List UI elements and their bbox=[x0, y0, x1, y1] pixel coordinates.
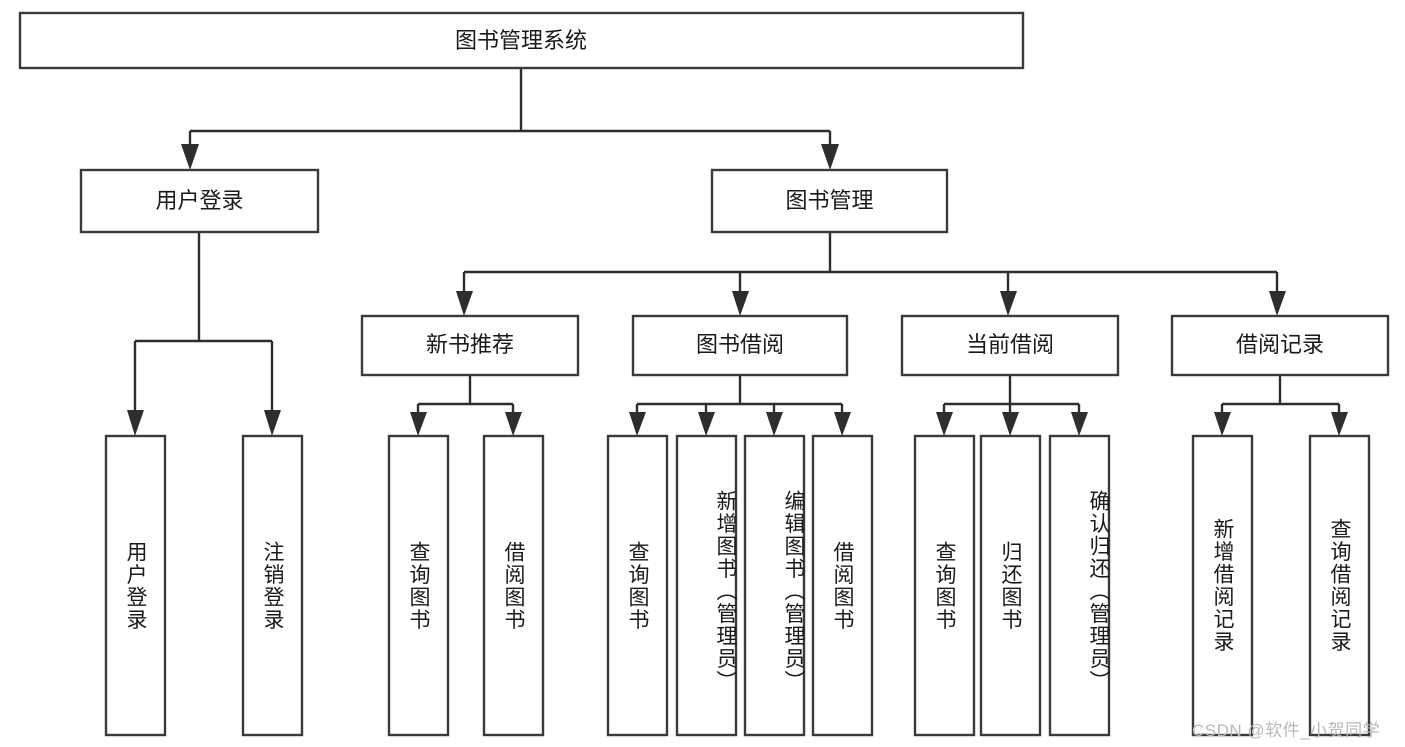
arrow-head-leaf-confirm-return bbox=[1071, 412, 1088, 436]
arrow-head-leaf-add-book bbox=[698, 412, 715, 436]
arrow-head-book-borrow bbox=[732, 291, 749, 316]
arrow-head-leaf-query-record bbox=[1331, 412, 1348, 436]
node-new-book-rec-box[interactable] bbox=[360, 314, 580, 377]
arrow-head-leaf-query-book-2 bbox=[629, 412, 646, 436]
leaf-box-user-login[interactable] bbox=[104, 434, 167, 737]
node-borrow-record-box[interactable] bbox=[1170, 314, 1390, 377]
node-book-borrow-label: 图书借阅 bbox=[696, 332, 784, 357]
node-book-borrow[interactable]: 图书借阅 bbox=[631, 314, 849, 377]
leaf-box-query-book-2[interactable] bbox=[606, 434, 669, 737]
connector-group-new-book-rec bbox=[410, 375, 522, 436]
node-current-borrow-box[interactable] bbox=[900, 314, 1120, 377]
node-user-login-label: 用户登录 bbox=[155, 188, 243, 213]
node-root-label: 图书管理系统 bbox=[455, 28, 587, 53]
connector-group-borrow-record bbox=[1214, 375, 1348, 436]
node-borrow-record-label: 借阅记录 bbox=[1236, 332, 1324, 357]
arrow-head-leaf-query-book-3 bbox=[936, 412, 953, 436]
leaf-box-query-record[interactable] bbox=[1308, 434, 1371, 737]
node-book-manage-box[interactable] bbox=[710, 168, 949, 234]
node-user-login[interactable]: 用户登录 bbox=[79, 168, 320, 234]
node-root[interactable]: 图书管理系统 bbox=[18, 11, 1025, 70]
arrow-head-leaf-borrow-book-2 bbox=[834, 412, 851, 436]
node-root-box[interactable] bbox=[18, 11, 1025, 70]
leaf-box-return-book[interactable] bbox=[979, 434, 1042, 737]
leaf-box-query-book-3[interactable] bbox=[913, 434, 976, 737]
node-new-book-rec[interactable]: 新书推荐 bbox=[360, 314, 580, 377]
csdn-watermark: CSDN @软件_小贺同学 bbox=[1192, 721, 1381, 740]
leaf-box-query-book-1[interactable] bbox=[387, 434, 450, 737]
connector-group-book-borrow bbox=[629, 375, 851, 436]
arrow-head-current-borrow bbox=[1000, 291, 1017, 316]
node-current-borrow-label: 当前借阅 bbox=[966, 332, 1054, 357]
arrow-head-leaf-return-book bbox=[1002, 412, 1019, 436]
node-book-manage-label: 图书管理 bbox=[785, 188, 873, 213]
arrow-head-borrow-record bbox=[1269, 291, 1286, 316]
arrow-head-leaf-borrow-book-1 bbox=[505, 412, 522, 436]
arrow-head-leaf-query-book-1 bbox=[410, 412, 427, 436]
connector-group-user-login bbox=[127, 232, 281, 436]
leaf-box-add-record[interactable] bbox=[1191, 434, 1254, 737]
connector-group-book-manage bbox=[456, 232, 1286, 316]
arrow-head-user-login bbox=[181, 144, 199, 170]
leaf-box-borrow-book-2[interactable] bbox=[811, 434, 874, 737]
node-current-borrow[interactable]: 当前借阅 bbox=[900, 314, 1120, 377]
arrow-head-book-manage bbox=[821, 144, 839, 170]
leaf-box-add-book[interactable] bbox=[675, 434, 738, 737]
node-new-book-rec-label: 新书推荐 bbox=[426, 332, 514, 357]
arrow-head-leaf-logout bbox=[264, 410, 281, 436]
leaf-box-edit-book[interactable] bbox=[743, 434, 806, 737]
node-book-borrow-box[interactable] bbox=[631, 314, 849, 377]
connector-group-current-borrow bbox=[936, 375, 1088, 436]
node-borrow-record[interactable]: 借阅记录 bbox=[1170, 314, 1390, 377]
arrow-head-new-book-rec bbox=[456, 291, 473, 316]
node-book-manage[interactable]: 图书管理 bbox=[710, 168, 949, 234]
connector-group-root bbox=[181, 68, 839, 170]
leaf-box-group bbox=[104, 434, 1371, 737]
arrow-head-leaf-user-login bbox=[127, 410, 144, 436]
arrow-head-leaf-add-record bbox=[1214, 412, 1231, 436]
leaf-box-logout[interactable] bbox=[241, 434, 304, 737]
node-user-login-box[interactable] bbox=[79, 168, 320, 234]
arrow-head-leaf-edit-book bbox=[766, 412, 783, 436]
leaf-box-borrow-book-1[interactable] bbox=[482, 434, 545, 737]
leaf-box-confirm-return[interactable] bbox=[1048, 434, 1111, 737]
